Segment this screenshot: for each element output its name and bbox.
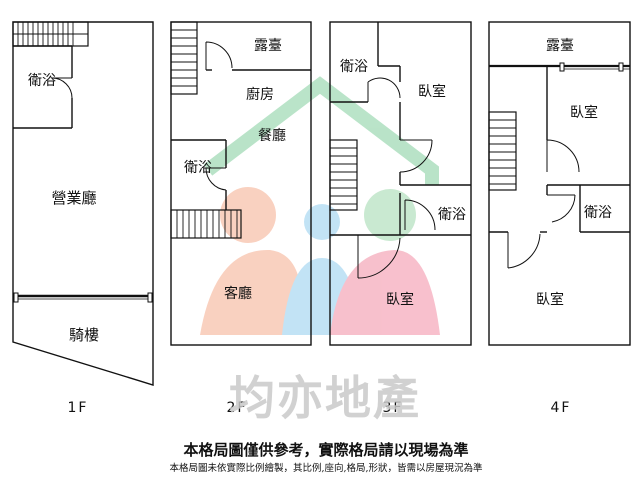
floor-4f-label: 4F	[551, 400, 572, 416]
floor-4f-bath-label: 衛浴	[584, 205, 612, 221]
logo-head-green	[364, 189, 416, 241]
logo-body-pink	[330, 250, 440, 335]
floor-4f-bedroom-bottom-door	[507, 232, 541, 269]
floor-1f-plan	[12, 21, 154, 386]
floor-2f-bath-label: 衛浴	[184, 160, 212, 176]
floor-3f-stairs	[329, 139, 358, 211]
floor-3f-label: 3F	[383, 400, 404, 416]
floor-1f-bath-door	[51, 77, 73, 99]
floor-3f-bedroom-top-door	[399, 139, 433, 173]
floor-3f-bath-top-label: 衛浴	[340, 59, 368, 75]
logo-head-blue	[304, 204, 340, 240]
floor-4f-bedroom-top-door	[546, 139, 580, 173]
floor-2f-label: 2F	[227, 400, 248, 416]
floor-2f-kitchen-label: 廚房	[246, 86, 274, 103]
floor-2f-bath-door	[205, 167, 227, 191]
floor-1f-outline	[12, 21, 154, 386]
floor-3f-bath-right-label: 衛浴	[438, 207, 466, 223]
floor-1f-arcade-label: 騎樓	[69, 326, 99, 344]
floor-3f-bath-top-door	[367, 77, 401, 102]
floor-2f-dining-label: 餐廳	[258, 127, 286, 144]
floor-4f-bedroom-bottom-label: 臥室	[536, 291, 564, 308]
floor-4f-plan	[488, 21, 631, 346]
floor-3f-bedroom-bottom-door	[357, 235, 401, 279]
floor-1f-stair-treads	[13, 22, 88, 46]
floor-3f-plan	[329, 21, 472, 346]
logo-roof	[203, 76, 439, 185]
floor-2f-lower-treads	[176, 210, 238, 238]
floor-2f-balcony-label: 露臺	[254, 38, 282, 54]
disclaimer-secondary: 本格局圖未依實際比例繪製，其比例,座向,格局,形狀，皆需以房屋現況為準	[169, 462, 483, 474]
floor-4f-bedroom-top-label: 臥室	[570, 104, 598, 121]
floor-4f-stair-treads	[489, 119, 516, 185]
floor-2f-balcony-door	[205, 41, 233, 70]
logo-body-peach	[200, 249, 302, 335]
floor-1f-bath-label: 衛浴	[28, 73, 56, 89]
disclaimer-primary: 本格局圖僅供參考，實際格局請以現場為準	[183, 441, 468, 459]
floor-2f-outline	[170, 21, 312, 346]
brand-watermark-text: 均亦地產	[229, 371, 421, 425]
floor-1f-hall-label: 營業廳	[51, 189, 96, 207]
floor-3f-stair-treads	[330, 147, 357, 205]
floor-3f-bedroom-top-label: 臥室	[418, 83, 446, 100]
floor-2f-living-label: 客廳	[224, 285, 252, 302]
floor-4f-balcony-label: 露臺	[546, 38, 574, 54]
logo-head-peach	[220, 187, 276, 243]
floor-2f-stairs-upper	[170, 21, 198, 95]
floor-4f-stairs	[488, 111, 517, 191]
floor-1f-label: 1F	[68, 400, 89, 416]
floor-4f-bath-door	[547, 194, 576, 223]
floor-2f-plan	[170, 21, 312, 346]
floor-3f-bedroom-bottom-label: 臥室	[386, 291, 414, 308]
floor-2f-stairs-lower	[170, 209, 242, 239]
floor-3f-bath-right-door	[404, 199, 436, 231]
floor-2f-upper-treads	[171, 29, 197, 87]
